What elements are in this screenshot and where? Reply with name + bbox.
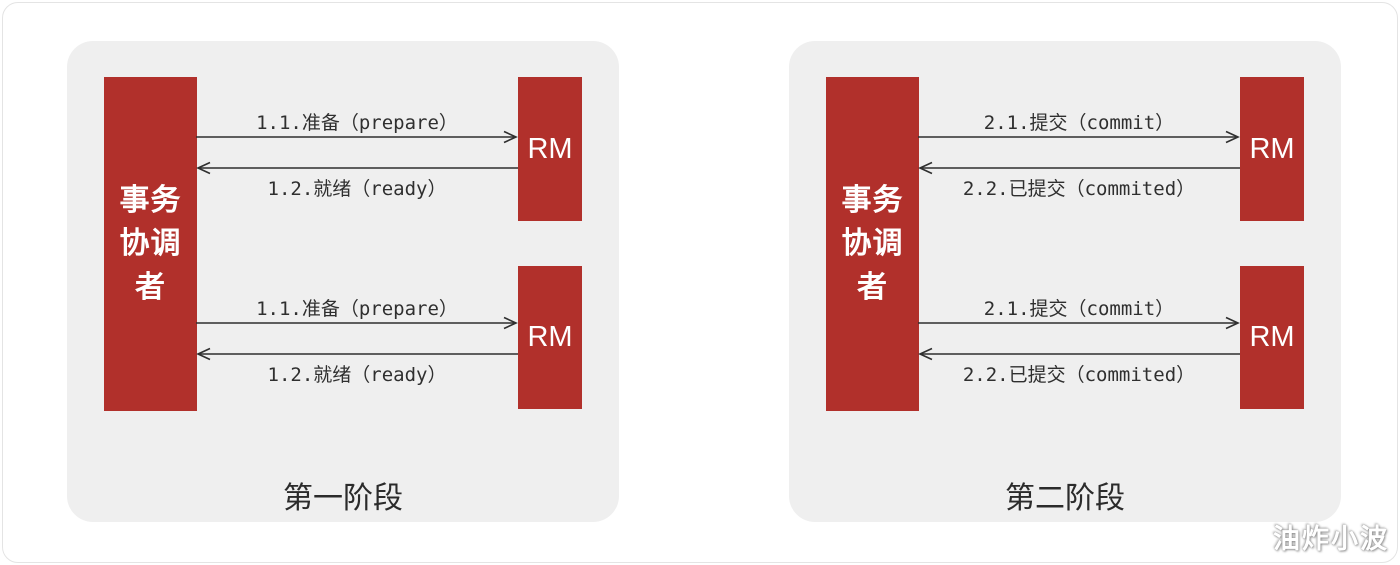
coordinator-box: 事务协调者: [826, 77, 919, 411]
phase-two-panel: 事务协调者 RM RM 2.1.提交（commit） 2.2.已提交（commi…: [789, 41, 1341, 522]
rm-box: RM: [518, 266, 582, 409]
coordinator-box: 事务协调者: [104, 77, 197, 411]
rm-label: RM: [1249, 321, 1295, 353]
back-message-label: 1.2.就绪（ready）: [267, 178, 447, 200]
forward-message-label: 2.1.提交（commit）: [983, 298, 1175, 320]
phase-one-panel: 事务协调者 RM RM 1.1.准备（prepare） 1.2.就绪（ready…: [67, 41, 619, 522]
rm-box: RM: [518, 77, 582, 221]
back-message-label: 2.2.已提交（commited）: [962, 364, 1196, 386]
coordinator-label: 事务协调者: [119, 183, 182, 304]
back-message-label: 1.2.就绪（ready）: [267, 364, 447, 386]
phase-caption: 第一阶段: [283, 482, 403, 515]
rm-box: RM: [1240, 266, 1304, 409]
forward-message-label: 2.1.提交（commit）: [983, 112, 1175, 134]
back-arrow-icon: [196, 161, 518, 175]
back-arrow-icon: [918, 347, 1240, 361]
phase-caption: 第二阶段: [1005, 482, 1125, 515]
forward-arrow-icon: [196, 316, 518, 330]
forward-arrow-icon: [918, 130, 1240, 144]
watermark: 油炸小波: [1273, 524, 1389, 554]
forward-message-label: 1.1.准备（prepare）: [256, 298, 458, 320]
coordinator-label: 事务协调者: [841, 183, 904, 304]
forward-message-label: 1.1.准备（prepare）: [256, 112, 458, 134]
back-arrow-icon: [196, 347, 518, 361]
back-arrow-icon: [918, 161, 1240, 175]
rm-label: RM: [527, 132, 573, 165]
rm-box: RM: [1240, 77, 1304, 221]
rm-label: RM: [1249, 132, 1295, 165]
rm-label: RM: [527, 321, 573, 353]
forward-arrow-icon: [196, 130, 518, 144]
forward-arrow-icon: [918, 316, 1240, 330]
back-message-label: 2.2.已提交（commited）: [962, 178, 1196, 200]
